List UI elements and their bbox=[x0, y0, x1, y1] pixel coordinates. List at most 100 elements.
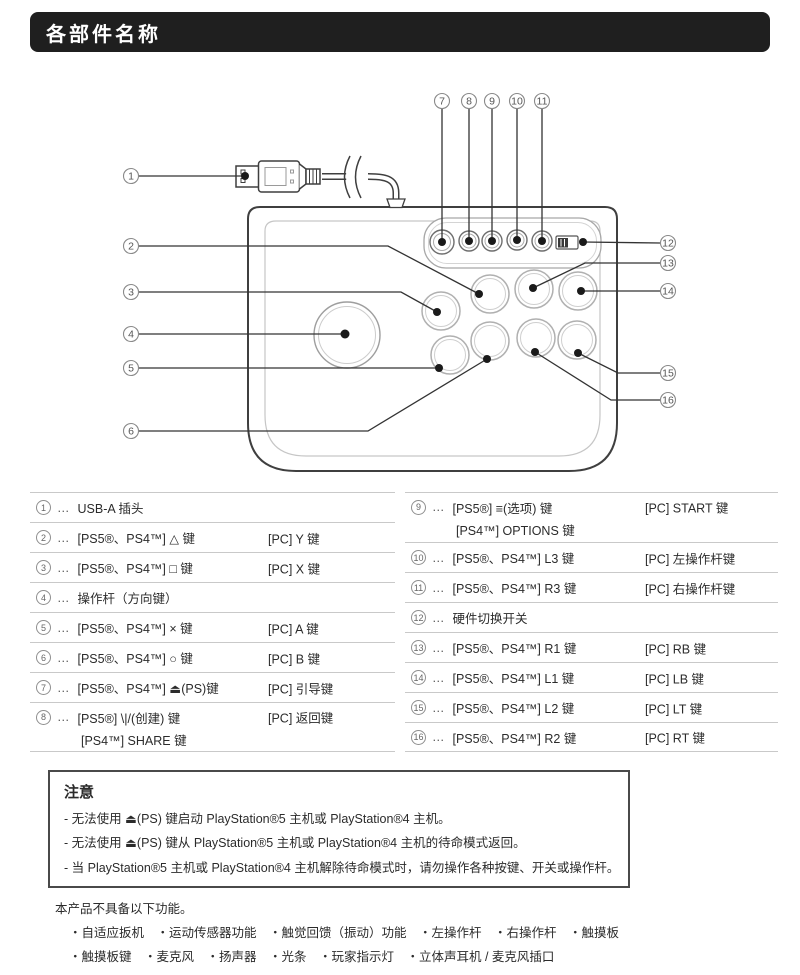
part-row: 4 … 操作杆（方向键） bbox=[30, 582, 395, 612]
leader-dots bbox=[241, 172, 587, 372]
part-number-badge: 10 bbox=[411, 550, 426, 565]
part-name: 硬件切换开关 bbox=[452, 612, 528, 626]
part-row: 14 … [PS5®、PS4™] L1 键 [PC] LB 键 bbox=[405, 662, 778, 692]
callout-11: 11 bbox=[533, 92, 551, 110]
section-header: 各部件名称 bbox=[30, 12, 770, 52]
part-name-line2: [PS4™] SHARE 键 bbox=[81, 734, 187, 748]
part-row: 2 … [PS5®、PS4™] △ 键 [PC] Y 键 bbox=[30, 522, 395, 552]
part-number-badge: 3 bbox=[36, 560, 51, 575]
hardware-switch-icon bbox=[555, 235, 579, 250]
svg-text:8: 8 bbox=[466, 96, 472, 108]
part-number-badge: 8 bbox=[36, 709, 51, 725]
cable-strain-relief bbox=[386, 198, 406, 209]
dots-separator: … bbox=[432, 580, 445, 595]
dots-separator: … bbox=[57, 680, 70, 695]
part-row: 16 … [PS5®、PS4™] R2 键 [PC] RT 键 bbox=[405, 722, 778, 752]
part-name: [PS5®、PS4™] R3 键 bbox=[452, 582, 577, 596]
svg-text:16: 16 bbox=[662, 395, 674, 407]
dots-separator: … bbox=[432, 730, 445, 744]
part-number-badge: 11 bbox=[411, 580, 426, 595]
callout-4: 4 bbox=[122, 325, 140, 343]
callout-2: 2 bbox=[122, 237, 140, 255]
callout-5: 5 bbox=[122, 359, 140, 377]
svg-text:14: 14 bbox=[662, 286, 674, 298]
unsupported-line: ・自适应扳机 ・运动传感器功能 ・触觉回馈（振动）功能 ・左操作杆 ・右操作杆 … bbox=[69, 925, 620, 940]
svg-text:9: 9 bbox=[489, 96, 495, 108]
part-pc-label: [PC] B 键 bbox=[268, 652, 321, 666]
caution-box: 注意 - 无法使用 ⏏(PS) 键启动 PlayStation®5 主机或 Pl… bbox=[48, 770, 630, 888]
part-name: [PS5®、PS4™] L3 键 bbox=[452, 552, 575, 566]
leader-lines bbox=[139, 109, 661, 432]
part-name: 操作杆（方向键） bbox=[77, 592, 178, 606]
unsupported-line: ・触摸板键 ・麦克风 ・扬声器 ・光条 ・玩家指示灯 ・立体声耳机 / 麦克风插… bbox=[69, 949, 555, 964]
part-pc-label: [PC] START 键 bbox=[645, 501, 729, 516]
part-pc-label: [PC] 右操作杆键 bbox=[645, 582, 736, 596]
caution-title: 注意 bbox=[64, 784, 95, 801]
svg-text:1: 1 bbox=[128, 171, 134, 183]
dots-separator: … bbox=[57, 530, 70, 545]
usb-plug-icon bbox=[235, 160, 321, 193]
dots-separator: … bbox=[57, 650, 70, 665]
dots-separator: … bbox=[57, 620, 70, 635]
part-pc-label: [PC] Y 键 bbox=[268, 532, 320, 546]
parts-table-right: 9 … [PS5®] ≡(选项) 键 [PC] START 键 [PS4™] O… bbox=[405, 492, 778, 752]
part-number-badge: 1 bbox=[36, 500, 51, 515]
callout-9: 9 bbox=[483, 92, 501, 110]
part-row: 15 … [PS5®、PS4™] L2 键 [PC] LT 键 bbox=[405, 692, 778, 722]
part-number-badge: 4 bbox=[36, 590, 51, 605]
part-row: 9 … [PS5®] ≡(选项) 键 [PC] START 键 [PS4™] O… bbox=[405, 492, 778, 542]
part-number-badge: 5 bbox=[36, 620, 51, 635]
part-pc-label: [PC] LB 键 bbox=[645, 672, 705, 686]
dots-separator: … bbox=[432, 670, 445, 685]
part-row: 13 … [PS5®、PS4™] R1 键 [PC] RB 键 bbox=[405, 632, 778, 662]
controller-diagram: 1 2 3 4 5 6 7 8 9 10 11 12 13 14 15 16 bbox=[122, 92, 677, 472]
part-name: [PS5®、PS4™] × 键 bbox=[77, 622, 193, 636]
part-row: 10 … [PS5®、PS4™] L3 键 [PC] 左操作杆键 bbox=[405, 542, 778, 572]
part-pc-label: [PC] 引导键 bbox=[268, 682, 334, 696]
callout-14: 14 bbox=[659, 282, 677, 300]
part-row: 11 … [PS5®、PS4™] R3 键 [PC] 右操作杆键 bbox=[405, 572, 778, 602]
part-name: [PS5®、PS4™] R1 键 bbox=[452, 642, 577, 656]
part-name: [PS5®、PS4™] △ 键 bbox=[77, 532, 195, 546]
part-name: [PS5®] ≡(选项) 键 bbox=[452, 501, 553, 516]
part-row: 8 … [PS5®] \|/(创建) 键 [PC] 返回键 [PS4™] SHA… bbox=[30, 702, 395, 752]
part-number-badge: 14 bbox=[411, 670, 426, 685]
part-name: [PS5®、PS4™] ⏏(PS)键 bbox=[77, 682, 219, 696]
svg-text:2: 2 bbox=[128, 241, 134, 253]
part-row: 7 … [PS5®、PS4™] ⏏(PS)键 [PC] 引导键 bbox=[30, 672, 395, 702]
cable-break-icon bbox=[343, 155, 351, 199]
svg-text:10: 10 bbox=[511, 96, 523, 108]
callout-7: 7 bbox=[433, 92, 451, 110]
caution-item: - 无法使用 ⏏(PS) 键启动 PlayStation®5 主机或 PlayS… bbox=[64, 812, 451, 826]
part-name: [PS5®、PS4™] □ 键 bbox=[77, 562, 193, 576]
svg-text:3: 3 bbox=[128, 287, 134, 299]
caution-item: - 当 PlayStation®5 主机或 PlayStation®4 主机解除… bbox=[64, 860, 620, 875]
part-number-badge: 12 bbox=[411, 610, 426, 625]
callout-12: 12 bbox=[659, 234, 677, 252]
part-row: 6 … [PS5®、PS4™] ○ 键 [PC] B 键 bbox=[30, 642, 395, 672]
dots-separator: … bbox=[57, 590, 70, 605]
part-pc-label: [PC] A 键 bbox=[268, 622, 319, 636]
part-number-badge: 9 bbox=[411, 499, 426, 515]
dots-separator: … bbox=[57, 500, 70, 515]
cable-break-gap bbox=[346, 152, 361, 200]
part-pc-label: [PC] X 键 bbox=[268, 562, 321, 576]
part-number-badge: 7 bbox=[36, 680, 51, 695]
callout-3: 3 bbox=[122, 283, 140, 301]
dots-separator: … bbox=[432, 500, 445, 514]
callout-16: 16 bbox=[659, 391, 677, 409]
part-name: [PS5®、PS4™] L2 键 bbox=[452, 702, 575, 716]
dots-separator: … bbox=[57, 560, 70, 575]
part-row: 3 … [PS5®、PS4™] □ 键 [PC] X 键 bbox=[30, 552, 395, 582]
part-row: 12 … 硬件切换开关 bbox=[405, 602, 778, 632]
svg-text:4: 4 bbox=[128, 329, 134, 341]
callout-8: 8 bbox=[460, 92, 478, 110]
caution-item: - 无法使用 ⏏(PS) 键从 PlayStation®5 主机或 PlaySt… bbox=[64, 836, 526, 851]
parts-table-left: 1 … USB-A 插头 2 … [PS5®、PS4™] △ 键 [PC] Y … bbox=[30, 492, 395, 752]
dots-separator: … bbox=[57, 710, 70, 724]
part-pc-label: [PC] 返回键 bbox=[268, 711, 334, 726]
unsupported-features: 本产品不具备以下功能。 ・自适应扳机 ・运动传感器功能 ・触觉回馈（振动）功能 … bbox=[55, 898, 619, 969]
part-pc-label: [PC] RT 键 bbox=[645, 731, 705, 746]
callout-1: 1 bbox=[122, 167, 140, 185]
